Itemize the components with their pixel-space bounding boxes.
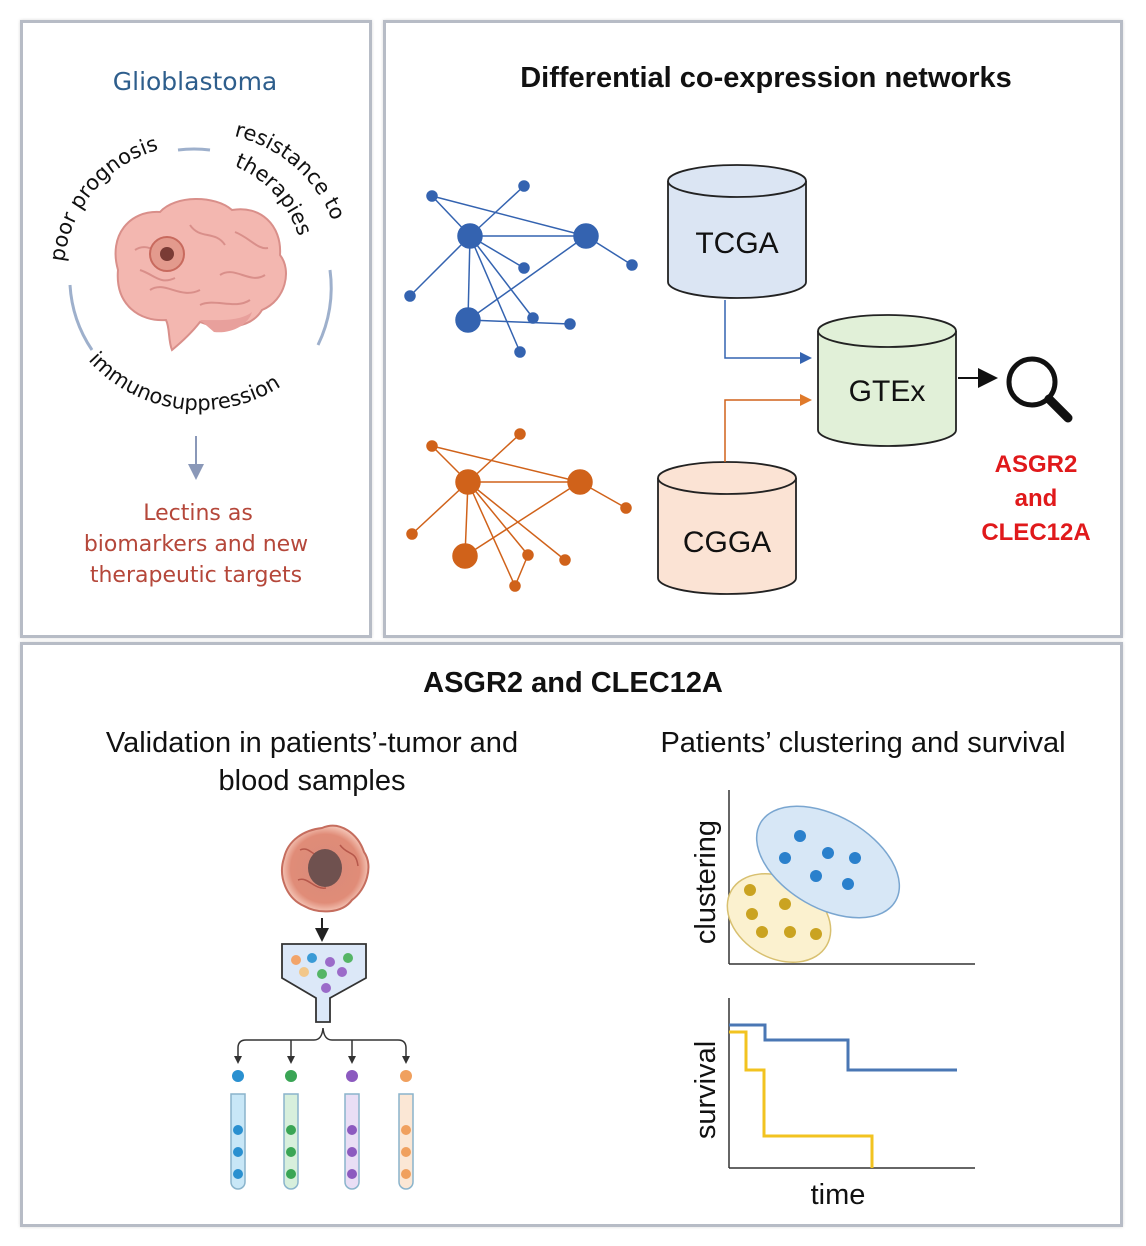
validation-heading-1: Validation in patients’-tumor and — [106, 727, 518, 759]
test-tube-purple — [344, 1093, 360, 1190]
survival-curve-yellow — [729, 1030, 874, 1168]
bottom-title: ASGR2 and CLEC12A — [423, 667, 723, 699]
test-tube-green — [283, 1093, 299, 1190]
arc-label-immunosuppression: immunosuppression — [84, 347, 284, 415]
context-ring — [68, 147, 333, 351]
cluster-blue-points — [779, 830, 861, 890]
validation-heading-2: blood samples — [219, 765, 406, 797]
tcga-label: TCGA — [695, 227, 778, 260]
time-axis-label: time — [811, 1179, 866, 1211]
cell-orange — [400, 1070, 412, 1082]
cgga-arrowhead — [800, 394, 812, 406]
result-gene-2: CLEC12A — [981, 519, 1090, 546]
lectins-line-2: biomarkers and new — [84, 532, 308, 557]
result-gene-1: ASGR2 — [995, 451, 1078, 478]
cgga-label: CGGA — [683, 526, 771, 559]
cell-purple — [346, 1070, 358, 1082]
cgga-database-icon — [657, 461, 797, 595]
clustering-plot — [726, 790, 975, 965]
validation-panel — [20, 642, 1123, 1227]
glioblastoma-panel — [20, 20, 372, 638]
survival-plot — [728, 998, 975, 1169]
gtex-database-icon — [817, 314, 957, 447]
tcga-database-icon — [667, 164, 807, 299]
tumor-sample-icon — [281, 824, 370, 913]
blue-network-graph — [404, 180, 638, 358]
cell-blue — [232, 1070, 244, 1082]
cgga-to-gtex-arrow — [724, 399, 808, 462]
distribution-arrows — [237, 1027, 407, 1058]
clustering-axis-label: clustering — [690, 820, 722, 944]
lectins-line-3: therapeutic targets — [90, 563, 302, 588]
tcga-to-gtex-arrow — [724, 300, 808, 359]
survival-axis-label: survival — [690, 1041, 722, 1139]
search-icon — [1006, 356, 1073, 423]
test-tube-orange — [398, 1093, 414, 1190]
distribution-arrowheads — [234, 1056, 410, 1064]
gtex-label: GTEx — [849, 375, 926, 408]
brain-icon — [114, 198, 287, 352]
glioblastoma-title: Glioblastoma — [113, 67, 278, 96]
cell-green — [285, 1070, 297, 1082]
cluster-yellow-points — [744, 884, 822, 940]
orange-network-graph — [406, 428, 632, 592]
survival-curve-blue — [729, 1023, 957, 1072]
network-title: Differential co-expression networks — [520, 62, 1012, 94]
test-tube-blue — [230, 1093, 246, 1190]
cell-separation-funnel-icon — [281, 943, 367, 1023]
result-and: and — [1015, 485, 1058, 512]
survival-heading: Patients’ clustering and survival — [660, 727, 1065, 759]
lectins-line-1: Lectins as — [143, 501, 253, 526]
tcga-arrowhead — [800, 352, 812, 364]
